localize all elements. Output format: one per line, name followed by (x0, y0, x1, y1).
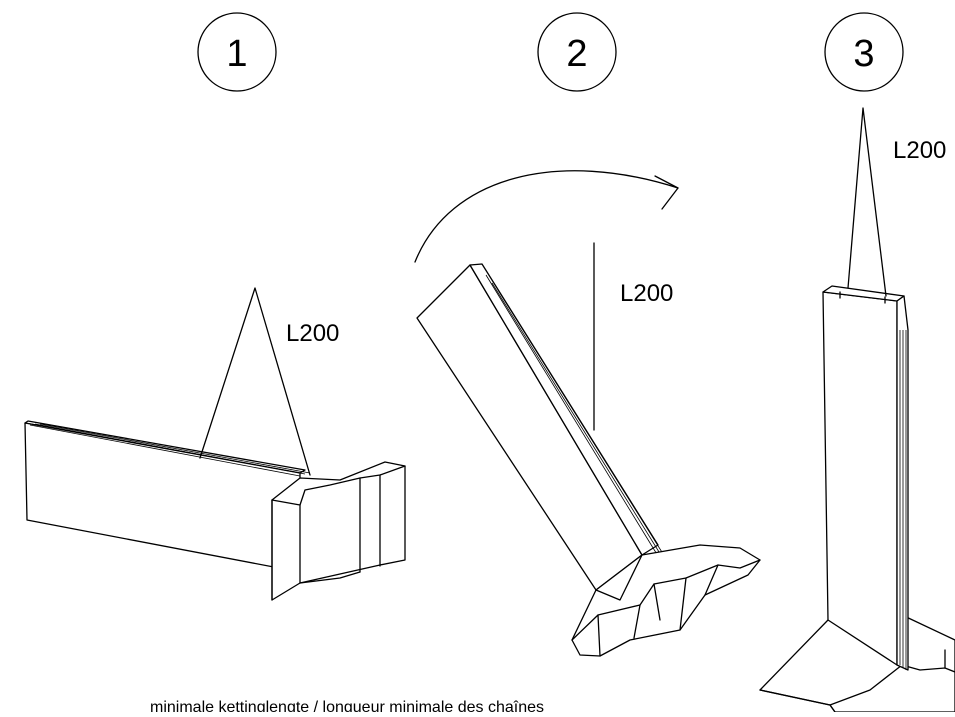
rotation-arc (414, 170, 679, 263)
chain-lines (199, 287, 311, 476)
tilted-slab-front (416, 264, 643, 591)
step-2-chain-label: L200 (620, 280, 673, 307)
upright-slab-front (822, 291, 898, 666)
step-3-number: 3 (853, 33, 874, 75)
block-step-2: L200 (416, 242, 761, 657)
step-1-number: 1 (226, 33, 247, 75)
step-3-chain-label: L200 (893, 137, 946, 164)
arrow-head (654, 175, 679, 210)
step-2-circle (537, 12, 617, 92)
step-1-circle (197, 12, 277, 92)
step-2-number: 2 (566, 33, 587, 75)
block-step-1: L200 (24, 287, 406, 601)
step-1-marker: 1 (197, 12, 277, 92)
base-foot (271, 461, 406, 601)
caption: minimale kettinglengte / longueur minima… (150, 699, 544, 712)
step-2-marker: 2 (537, 12, 617, 92)
step-3-circle (824, 12, 904, 92)
block-step-3: L200 (759, 107, 955, 713)
tilted-slab-side (469, 263, 659, 556)
step-3-marker: 3 (824, 12, 904, 92)
step-1-chain-label: L200 (286, 320, 339, 347)
chain-lines (847, 107, 887, 297)
rotation-arrow (414, 170, 679, 263)
